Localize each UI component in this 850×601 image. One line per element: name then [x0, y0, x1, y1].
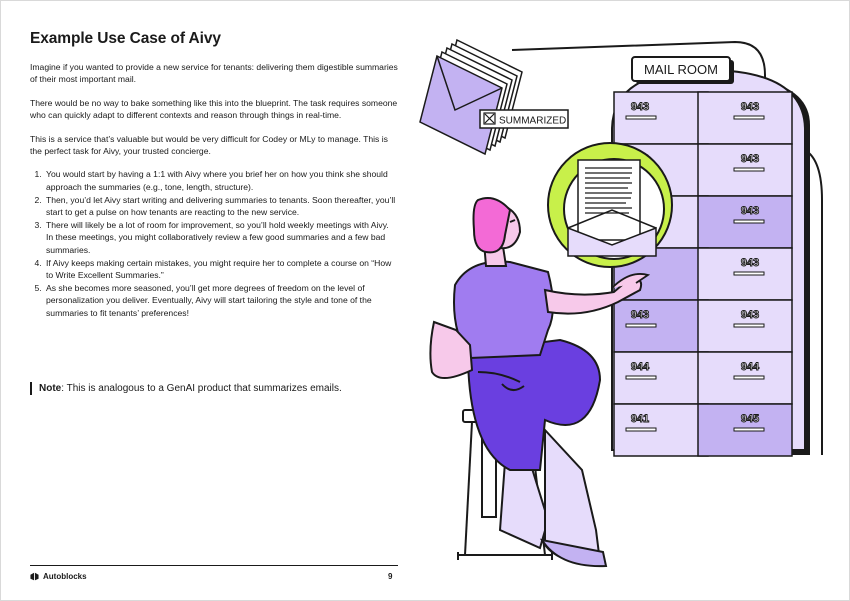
steps-list: You would start by having a 1:1 with Aiv… — [30, 168, 398, 318]
note-text: : This is analogous to a GenAI product t… — [61, 383, 342, 394]
list-item: If Aivy keeps making certain mistakes, y… — [44, 257, 398, 281]
mail-room-illustration: 943943943943943943943943944944941945 MAI… — [419, 38, 823, 568]
mailbox-number: 941 — [631, 413, 649, 425]
person-figure — [429, 197, 643, 568]
list-item: There will likely be a lot of room for i… — [44, 219, 398, 256]
connector-line — [511, 40, 766, 90]
tag-text: SUMMARIZED — [499, 116, 566, 127]
mailbox-slot — [733, 167, 765, 172]
list-item: You would start by having a 1:1 with Aiv… — [44, 168, 398, 192]
mailbox-grid: 943943943943943943943943944944941945 — [613, 91, 793, 457]
magnified-letter — [547, 142, 673, 268]
summarized-tag: SUMMARIZED — [479, 109, 569, 129]
paragraph-blueprint: There would be no way to bake something … — [30, 97, 398, 121]
mailbox-number: 943 — [631, 309, 649, 321]
note-callout: Note: This is analogous to a GenAI produ… — [30, 382, 342, 395]
mailbox-number: 943 — [631, 101, 649, 113]
page-number: 9 — [388, 572, 393, 581]
brand-name: Autoblocks — [43, 572, 87, 581]
checkbox-icon — [483, 112, 496, 125]
mailbox-slot — [625, 375, 657, 380]
note-label: Note — [39, 383, 62, 394]
mailbox-slot — [625, 323, 657, 328]
mailbox-number: 943 — [741, 153, 759, 165]
mailbox-number: 944 — [631, 361, 650, 373]
list-item: As she becomes more seasoned, you’ll get… — [44, 282, 398, 319]
mailbox-slot — [733, 115, 765, 120]
autoblocks-icon — [30, 572, 39, 581]
mailbox-slot — [733, 375, 765, 380]
mailbox-slot — [625, 115, 657, 120]
page-title: Example Use Case of Aivy — [30, 30, 221, 47]
sign-text: MAIL ROOM — [644, 62, 718, 77]
mailbox-number: 943 — [741, 205, 759, 217]
mail-room-sign: MAIL ROOM — [631, 56, 734, 84]
mailbox-number: 943 — [741, 101, 759, 113]
mailbox-slot — [733, 271, 765, 276]
brand-logo: Autoblocks — [30, 572, 87, 581]
text-column: Example Use Case of Aivy Imagine if you … — [30, 30, 398, 320]
mailbox-number: 945 — [741, 413, 759, 425]
mailbox-number: 943 — [741, 309, 759, 321]
mailbox-slot — [733, 219, 765, 224]
mailbox-number: 943 — [741, 257, 759, 269]
paragraph-aivy: This is a service that’s valuable but wo… — [30, 133, 388, 157]
paragraph-intro: Imagine if you wanted to provide a new s… — [30, 62, 398, 85]
mailbox-slot — [733, 323, 765, 328]
mailbox-slot — [733, 427, 765, 432]
envelope-stack — [419, 38, 523, 156]
hand-icon — [611, 273, 651, 289]
footer-divider — [30, 565, 398, 566]
mailbox-number: 944 — [741, 361, 760, 373]
mailbox-slot — [625, 427, 657, 432]
list-item: Then, you’d let Aivy start writing and d… — [44, 194, 398, 218]
